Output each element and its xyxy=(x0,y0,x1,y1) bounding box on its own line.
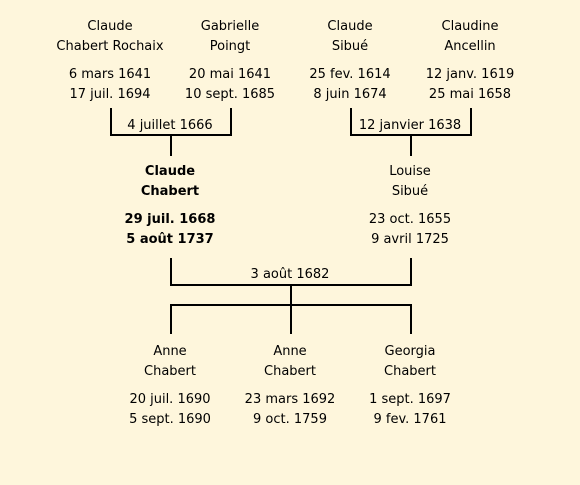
person-dates: 25 fev. 1614 8 juin 1674 xyxy=(280,65,420,105)
first-name: Claudine xyxy=(441,19,499,34)
person-dates: 1 sept. 1697 9 fev. 1761 xyxy=(340,390,480,430)
last-name: Chabert xyxy=(384,364,436,379)
connector-line xyxy=(350,108,352,136)
first-name: Claude xyxy=(144,164,196,179)
first-name: Louise xyxy=(389,164,431,179)
last-name: Sibué xyxy=(391,184,429,199)
connector-line xyxy=(470,108,472,136)
descent-line xyxy=(170,134,172,156)
last-name: Chabert xyxy=(144,364,196,379)
marriage-date-parents: 3 août 1682 xyxy=(250,267,330,282)
person-dates: 12 janv. 1619 25 mai 1658 xyxy=(400,65,540,105)
first-name: Anne xyxy=(273,344,307,359)
birth-date: 29 juil. 1668 xyxy=(124,212,216,227)
person-claude-chabert-rochaix: Claude Chabert Rochaix 6 mars 1641 17 ju… xyxy=(40,17,180,105)
person-claude-chabert: Claude Chabert 29 juil. 1668 5 août 1737 xyxy=(100,162,240,250)
connector-line xyxy=(110,108,112,136)
first-name: Claude xyxy=(87,19,133,34)
person-gabrielle-poingt: Gabrielle Poingt 20 mai 1641 10 sept. 16… xyxy=(160,17,300,105)
person-name: Gabrielle Poingt xyxy=(160,17,300,57)
descent-line xyxy=(290,284,292,306)
marriage-date-left: 4 juillet 1666 xyxy=(127,118,213,133)
person-name: Louise Sibué xyxy=(340,162,480,202)
person-dates: 23 mars 1692 9 oct. 1759 xyxy=(220,390,360,430)
person-name: Anne Chabert xyxy=(220,342,360,382)
child-connector xyxy=(290,304,292,334)
person-dates: 23 oct. 1655 9 avril 1725 xyxy=(340,210,480,250)
person-dates: 20 mai 1641 10 sept. 1685 xyxy=(160,65,300,105)
birth-date: 6 mars 1641 xyxy=(68,67,152,82)
person-claudine-ancellin: Claudine Ancellin 12 janv. 1619 25 mai 1… xyxy=(400,17,540,105)
person-dates: 29 juil. 1668 5 août 1737 xyxy=(100,210,240,250)
last-name: Chabert Rochaix xyxy=(56,39,164,54)
birth-date: 23 mars 1692 xyxy=(244,392,336,407)
first-name: Georgia xyxy=(384,344,436,359)
connector-line xyxy=(170,258,172,286)
person-name: Georgia Chabert xyxy=(340,342,480,382)
death-date: 8 juin 1674 xyxy=(313,87,387,102)
first-name: Gabrielle xyxy=(200,19,260,34)
last-name: Poingt xyxy=(209,39,251,54)
child-connector xyxy=(410,304,412,334)
connector-line xyxy=(410,258,412,286)
death-date: 25 mai 1658 xyxy=(428,87,512,102)
person-dates: 6 mars 1641 17 juil. 1694 xyxy=(40,65,180,105)
death-date: 5 sept. 1690 xyxy=(129,412,211,427)
descent-line xyxy=(410,134,412,156)
birth-date: 23 oct. 1655 xyxy=(368,212,452,227)
person-name: Claude Sibué xyxy=(280,17,420,57)
person-child: Georgia Chabert 1 sept. 1697 9 fev. 1761 xyxy=(340,342,480,430)
person-louise-sibue: Louise Sibué 23 oct. 1655 9 avril 1725 xyxy=(340,162,480,250)
last-name: Ancellin xyxy=(444,39,496,54)
person-name: Claude Chabert xyxy=(100,162,240,202)
last-name: Sibué xyxy=(331,39,369,54)
child-connector xyxy=(170,304,172,334)
death-date: 9 oct. 1759 xyxy=(253,412,327,427)
person-claude-sibue: Claude Sibué 25 fev. 1614 8 juin 1674 xyxy=(280,17,420,105)
death-date: 9 fev. 1761 xyxy=(373,412,447,427)
birth-date: 20 juil. 1690 xyxy=(129,392,211,407)
first-name: Claude xyxy=(327,19,373,34)
person-name: Anne Chabert xyxy=(100,342,240,382)
person-child: Anne Chabert 23 mars 1692 9 oct. 1759 xyxy=(220,342,360,430)
connector-line xyxy=(230,108,232,136)
person-name: Claude Chabert Rochaix xyxy=(40,17,180,57)
birth-date: 25 fev. 1614 xyxy=(309,67,391,82)
death-date: 9 avril 1725 xyxy=(371,232,449,247)
death-date: 17 juil. 1694 xyxy=(69,87,151,102)
marriage-date-right: 12 janvier 1638 xyxy=(358,118,462,133)
person-child: Anne Chabert 20 juil. 1690 5 sept. 1690 xyxy=(100,342,240,430)
last-name: Chabert xyxy=(140,184,200,199)
death-date: 10 sept. 1685 xyxy=(184,87,276,102)
last-name: Chabert xyxy=(264,364,316,379)
person-name: Claudine Ancellin xyxy=(400,17,540,57)
birth-date: 20 mai 1641 xyxy=(188,67,272,82)
death-date: 5 août 1737 xyxy=(126,232,214,247)
birth-date: 1 sept. 1697 xyxy=(369,392,451,407)
first-name: Anne xyxy=(153,344,187,359)
person-dates: 20 juil. 1690 5 sept. 1690 xyxy=(100,390,240,430)
birth-date: 12 janv. 1619 xyxy=(425,67,515,82)
